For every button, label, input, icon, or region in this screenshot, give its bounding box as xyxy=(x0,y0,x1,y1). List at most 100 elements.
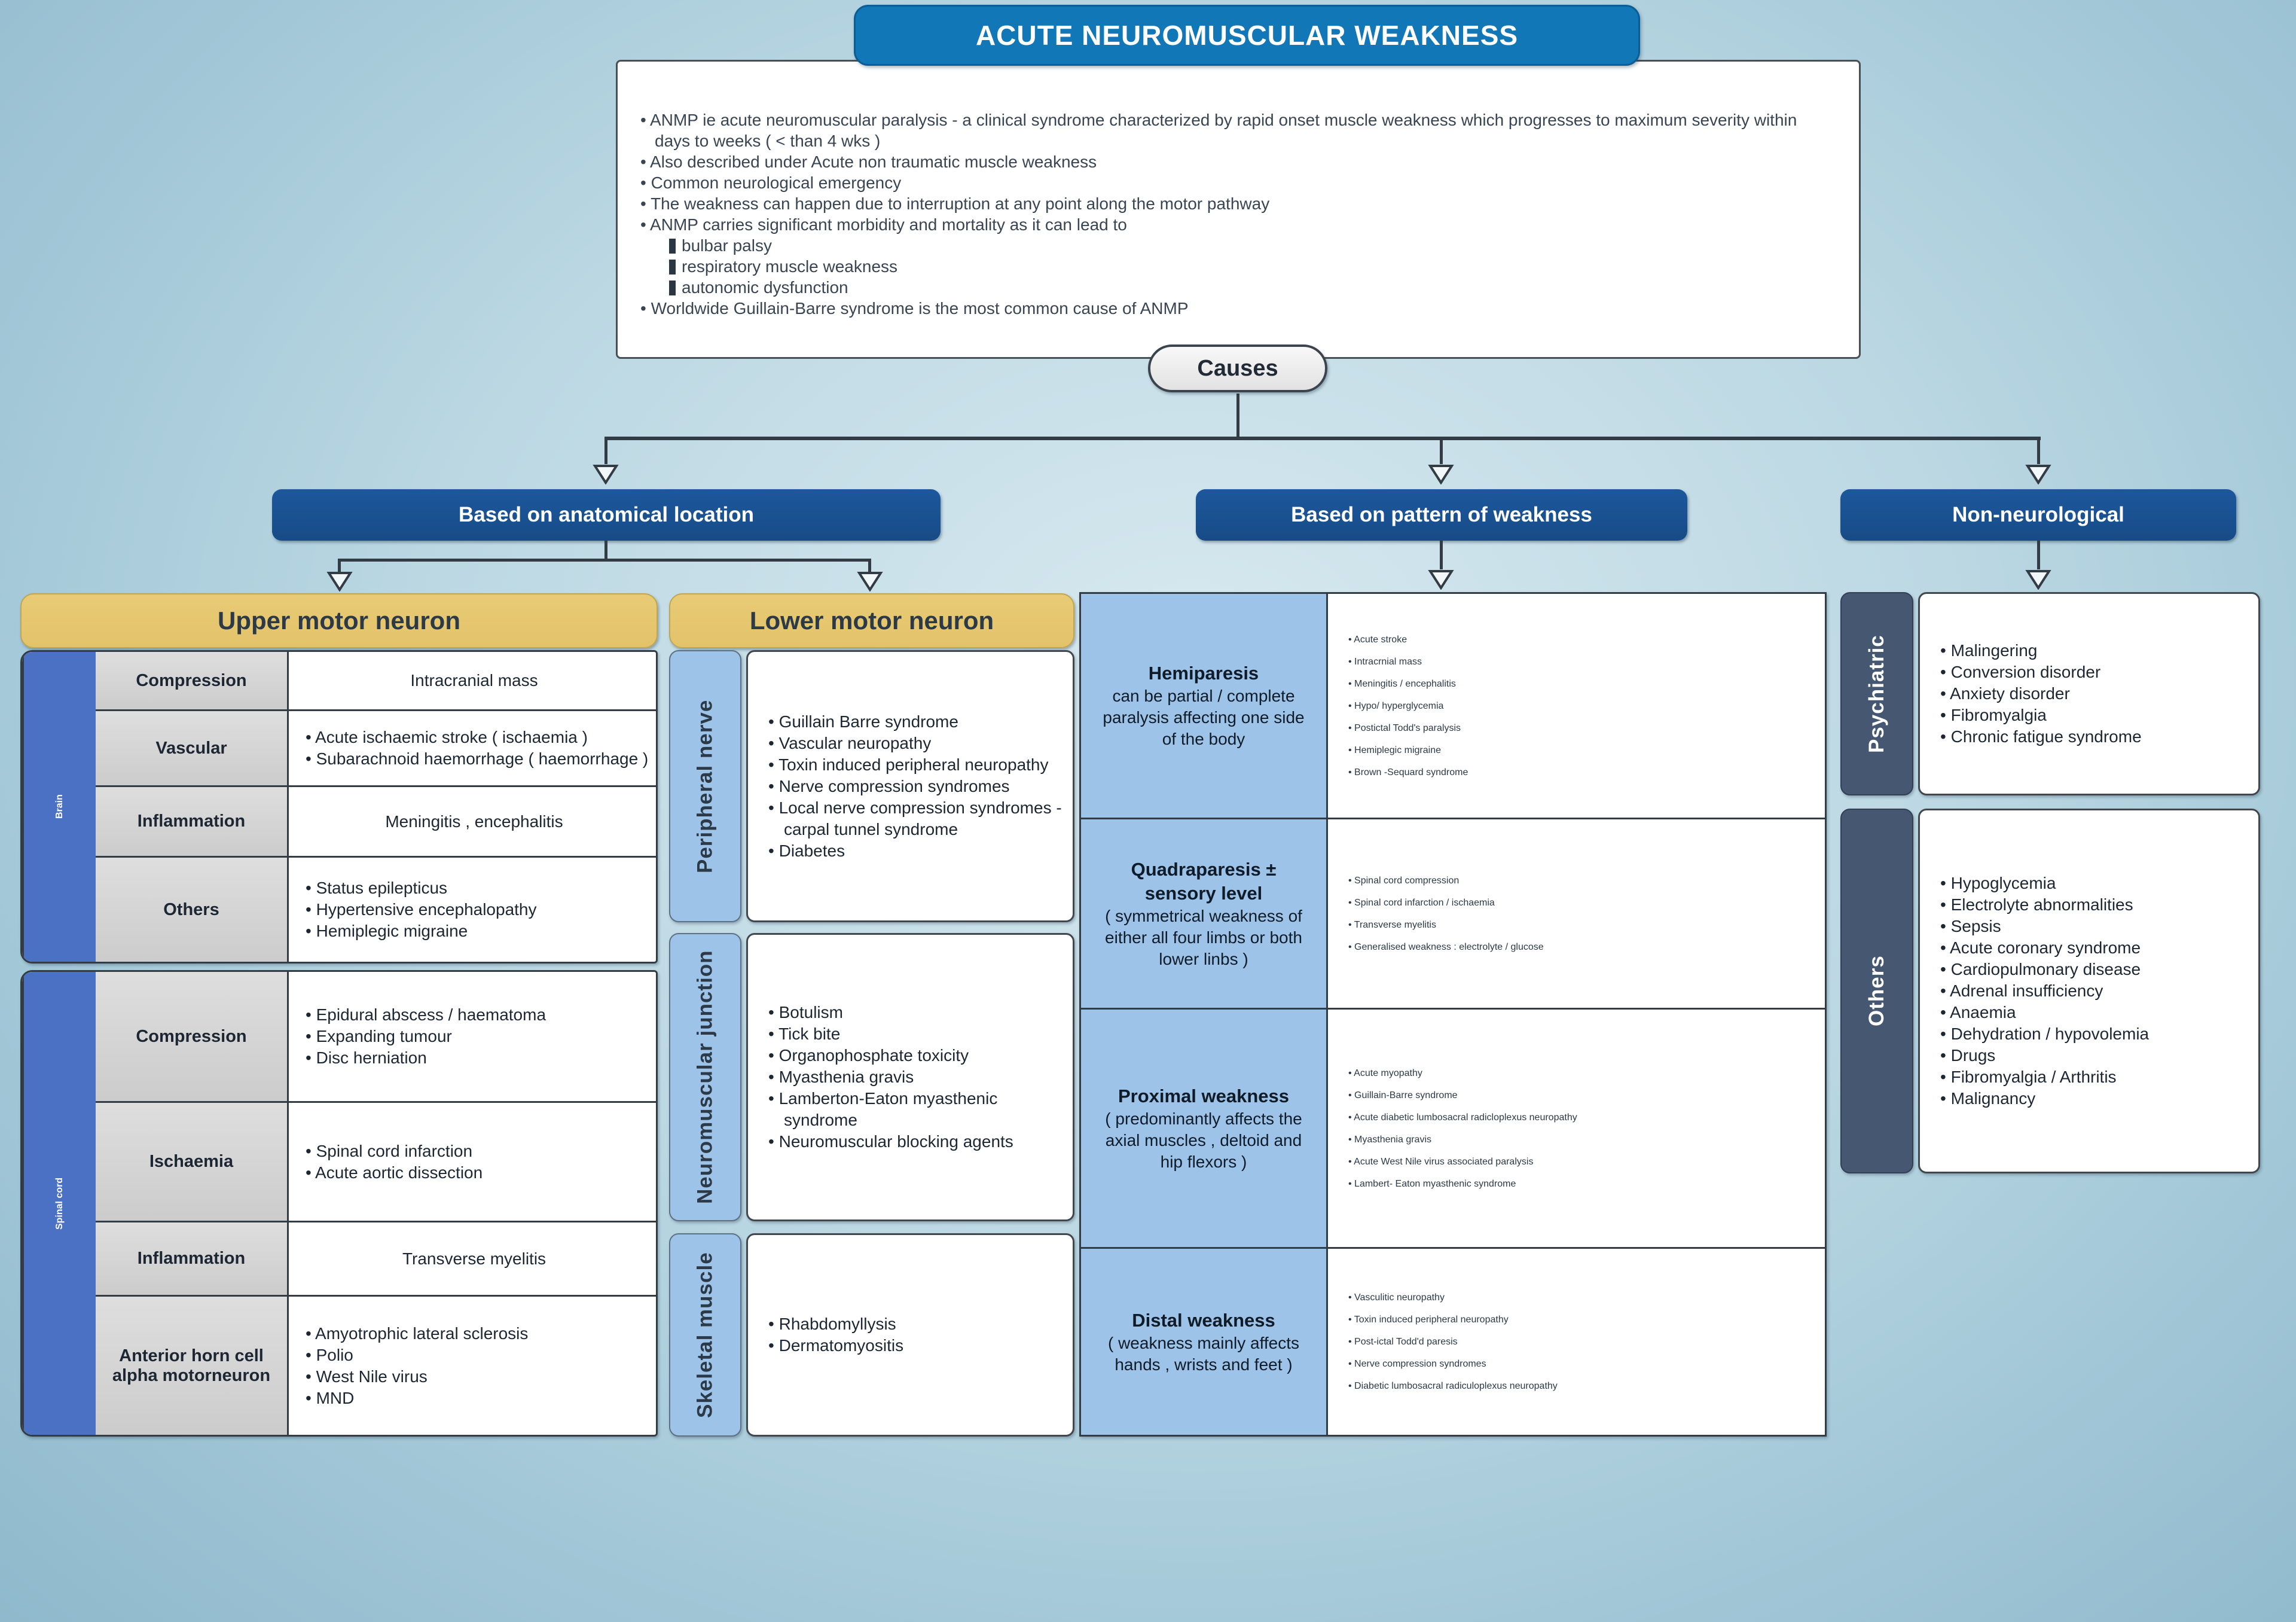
list-item: Chronic fatigue syndrome xyxy=(1940,726,2248,748)
psychiatric-box: Malingering Conversion disorder Anxiety … xyxy=(1918,592,2260,795)
pattern-label-cell: Hemiparesis can be partial / complete pa… xyxy=(1081,594,1328,818)
arrowhead-down-icon xyxy=(1428,570,1454,590)
list-item: Also described under Acute non traumatic… xyxy=(640,151,1831,172)
list-item: ANMP carries significant morbidity and m… xyxy=(640,214,1831,235)
list-item: Malingering xyxy=(1940,640,2248,661)
list-item: Toxin induced peripheral neuropathy xyxy=(1348,1309,1816,1331)
pattern-content-cell: Spinal cord compression Spinal cord infa… xyxy=(1328,819,1825,1008)
list-item: Anaemia xyxy=(1940,1002,2248,1023)
neuromuscular-junction-side-label: Neuromuscular junction xyxy=(669,933,741,1221)
list-item: Myasthenia gravis xyxy=(1348,1129,1816,1151)
list-item: Spinal cord infarction / ischaemia xyxy=(1348,892,1816,914)
list-item: Polio xyxy=(306,1344,652,1366)
row-content: Amyotrophic lateral sclerosis Polio West… xyxy=(289,1295,656,1435)
row-content: Spinal cord infarction Acute aortic diss… xyxy=(289,1101,656,1221)
row-content: Meningitis , encephalitis xyxy=(289,785,656,856)
list-item: Myasthenia gravis xyxy=(768,1066,1062,1088)
connector-line xyxy=(338,559,341,572)
table-row: Proximal weakness ( predominantly affect… xyxy=(1081,1008,1825,1247)
neuromuscular-junction-box: Botulism Tick bite Organophosphate toxic… xyxy=(746,933,1074,1221)
list-item: ANMP ie acute neuromuscular paralysis - … xyxy=(640,109,1831,151)
list-item: Hemiplegic migraine xyxy=(306,920,652,942)
list-item: Hypoglycemia xyxy=(1940,873,2248,894)
list-item: Conversion disorder xyxy=(1940,661,2248,683)
side-label-text: Skeletal muscle xyxy=(693,1252,717,1418)
side-label-text: Psychiatric xyxy=(1865,635,1888,753)
list-item: respiratory muscle weakness xyxy=(640,256,1831,277)
pattern-of-weakness-table: Hemiparesis can be partial / complete pa… xyxy=(1079,592,1827,1437)
row-content: Transverse myelitis xyxy=(289,1221,656,1295)
row-content: Acute ischaemic stroke ( ischaemia ) Sub… xyxy=(289,709,656,785)
pattern-subtitle: ( weakness mainly affects hands , wrists… xyxy=(1107,1333,1300,1374)
arrowhead-down-icon xyxy=(326,572,353,592)
connector-line xyxy=(2037,541,2040,569)
pattern-subtitle: can be partial / complete paralysis affe… xyxy=(1103,687,1305,748)
list-item: Toxin induced peripheral neuropathy xyxy=(768,754,1062,776)
table-row: Distal weakness ( weakness mainly affect… xyxy=(1081,1247,1825,1435)
row-label: Inflammation xyxy=(96,785,289,856)
pattern-label-cell: Quadraparesis ± sensory level ( symmetri… xyxy=(1081,819,1328,1008)
brain-side-label: Brain xyxy=(22,652,96,962)
list-item: Neuromuscular blocking agents xyxy=(768,1131,1062,1153)
table-row: Quadraparesis ± sensory level ( symmetri… xyxy=(1081,818,1825,1008)
list-item: Adrenal insufficiency xyxy=(1940,980,2248,1002)
spinal-cord-group-table: Spinal cord Compression Epidural abscess… xyxy=(20,970,658,1437)
list-item: Spinal cord compression xyxy=(1348,870,1816,892)
list-item: bulbar palsy xyxy=(640,235,1831,256)
branch-non-neurological: Non-neurological xyxy=(1840,489,2236,541)
list-item: Vasculitic neuropathy xyxy=(1348,1286,1816,1309)
pattern-content-cell: Vasculitic neuropathy Toxin induced peri… xyxy=(1328,1249,1825,1435)
connector-line xyxy=(1440,440,1443,464)
connector-line xyxy=(604,437,607,464)
skeletal-muscle-box: Rhabdomyllysis Dermatomyositis xyxy=(746,1233,1074,1437)
connector-line xyxy=(604,541,607,561)
pattern-title: Quadraparesis ± sensory level xyxy=(1131,858,1277,904)
list-item: Dehydration / hypovolemia xyxy=(1940,1023,2248,1045)
list-item: Meningitis / encephalitis xyxy=(1348,673,1816,695)
row-content: Epidural abscess / haematoma Expanding t… xyxy=(289,972,656,1101)
list-item: Botulism xyxy=(768,1002,1062,1023)
side-label-text: Peripheral nerve xyxy=(693,699,717,873)
pattern-content-cell: Acute myopathy Guillain-Barre syndrome A… xyxy=(1328,1010,1825,1247)
list-item: Subarachnoid haemorrhage ( haemorrhage ) xyxy=(306,748,652,770)
list-item: Tick bite xyxy=(768,1023,1062,1045)
branch-pattern-of-weakness: Based on pattern of weakness xyxy=(1196,489,1687,541)
list-item: Cardiopulmonary disease xyxy=(1940,959,2248,980)
pattern-subtitle: ( symmetrical weakness of either all fou… xyxy=(1105,906,1302,968)
list-item: autonomic dysfunction xyxy=(640,277,1831,298)
arrowhead-down-icon xyxy=(1428,465,1454,484)
list-item: Nerve compression syndromes xyxy=(1348,1353,1816,1375)
lower-motor-neuron-header: Lower motor neuron xyxy=(669,593,1074,648)
row-content: Status epilepticus Hypertensive encephal… xyxy=(289,856,656,962)
list-item: MND xyxy=(306,1388,652,1409)
arrowhead-down-icon xyxy=(2025,465,2051,484)
list-item: Fibromyalgia xyxy=(1940,705,2248,726)
row-label: Ischaemia xyxy=(96,1101,289,1221)
list-item: Worldwide Guillain-Barre syndrome is the… xyxy=(640,298,1831,319)
list-item: Hemiplegic migraine xyxy=(1348,739,1816,761)
intro-list: ANMP ie acute neuromuscular paralysis - … xyxy=(640,109,1831,319)
row-label: Vascular xyxy=(96,709,289,785)
list-item: Anxiety disorder xyxy=(1940,683,2248,705)
list-item: Hypertensive encephalopathy xyxy=(306,899,652,920)
table-row: Hemiparesis can be partial / complete pa… xyxy=(1081,594,1825,818)
list-item: Transverse myelitis xyxy=(1348,914,1816,936)
intro-box: ANMP ie acute neuromuscular paralysis - … xyxy=(616,60,1861,359)
list-item: Acute stroke xyxy=(1348,629,1816,651)
list-item: Epidural abscess / haematoma xyxy=(306,1004,652,1026)
list-item: Lamberton-Eaton myasthenic syndrome xyxy=(768,1088,1062,1131)
connector-line xyxy=(1236,394,1239,438)
pattern-subtitle: ( predominantly affects the axial muscle… xyxy=(1105,1109,1302,1171)
connector-line xyxy=(604,437,2041,440)
list-item: Malignancy xyxy=(1940,1088,2248,1109)
list-item: Expanding tumour xyxy=(306,1026,652,1047)
list-item: Diabetic lumbosacral radiculoplexus neur… xyxy=(1348,1375,1816,1397)
causes-node: Causes xyxy=(1148,344,1327,392)
list-item: Acute diabetic lumbosacral radicloplexus… xyxy=(1348,1106,1816,1129)
list-item: Brown -Sequard syndrome xyxy=(1348,761,1816,783)
row-content: Intracranial mass xyxy=(289,652,656,709)
row-label: Compression xyxy=(96,972,289,1101)
list-item: Diabetes xyxy=(768,840,1062,862)
list-item: Guillain Barre syndrome xyxy=(768,711,1062,733)
